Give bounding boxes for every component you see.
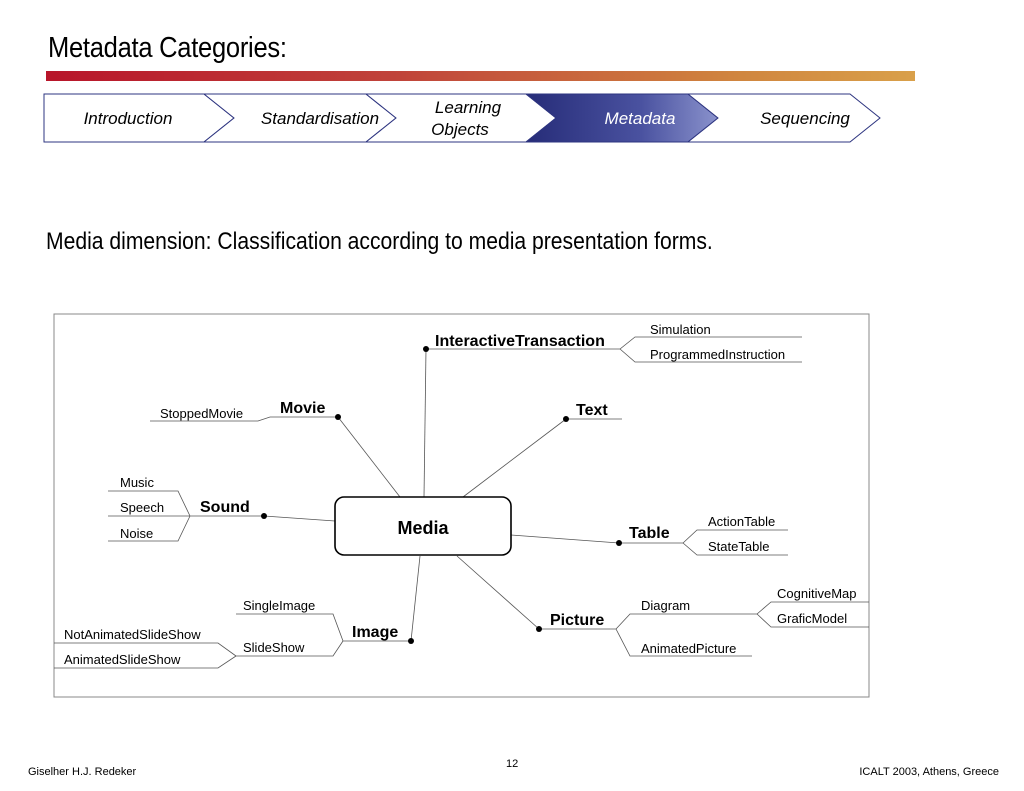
grafic-model-label: GraficModel [777,611,847,626]
cognitive-map-label: CognitiveMap [777,586,857,601]
state-table-label: StateTable [708,539,769,554]
footer-page-number: 12 [506,758,519,770]
nav-label-standardisation: Standardisation [261,109,379,128]
nav-label-objects: Objects [431,120,489,139]
slideshow-label: SlideShow [243,640,305,655]
media-node [334,496,512,556]
nav-label-metadata: Metadata [605,109,676,128]
not-animated-slideshow-label: NotAnimatedSlideShow [64,627,201,642]
animated-picture-label: AnimatedPicture [641,641,736,656]
speech-label: Speech [120,500,164,515]
nav-step-sequencing[interactable]: Sequencing [686,93,881,143]
table-label: Table [629,525,670,542]
animated-slideshow-label: AnimatedSlideShow [64,652,181,667]
nav-label-learning: Learning [435,98,502,117]
slide-subtitle: Media dimension: Classification accordin… [46,228,713,255]
noise-label: Noise [120,526,153,541]
slide-title: Metadata Categories: [48,32,287,64]
image-label: Image [352,624,398,641]
footer-author: Giselher H.J. Redeker [28,766,137,778]
single-image-label: SingleImage [243,598,315,613]
title-rule [46,71,915,81]
simulation-label: Simulation [650,322,711,337]
nav-label-sequencing: Sequencing [760,109,850,128]
nav-step-standardisation[interactable]: Standardisation [202,93,397,143]
diagram-label: Diagram [641,598,690,613]
action-table-label: ActionTable [708,514,775,529]
connector-dots [261,346,622,644]
music-label: Music [120,475,154,490]
nav-label-introduction: Introduction [84,109,173,128]
navigation-chevrons: Introduction Standardisation Learning Ob… [43,93,881,143]
diagram-frame [53,313,870,698]
footer-venue: ICALT 2003, Athens, Greece [859,766,999,778]
picture-label: Picture [550,612,604,629]
media-label: Media [397,518,449,538]
movie-label: Movie [280,400,325,417]
interactive-transaction-label: InteractiveTransaction [435,333,605,350]
stopped-movie-label: StoppedMovie [160,406,243,421]
text-label: Text [576,402,608,419]
sound-label: Sound [200,499,250,516]
connector-lines [54,336,869,669]
programmed-instruction-label: ProgrammedInstruction [650,347,785,362]
